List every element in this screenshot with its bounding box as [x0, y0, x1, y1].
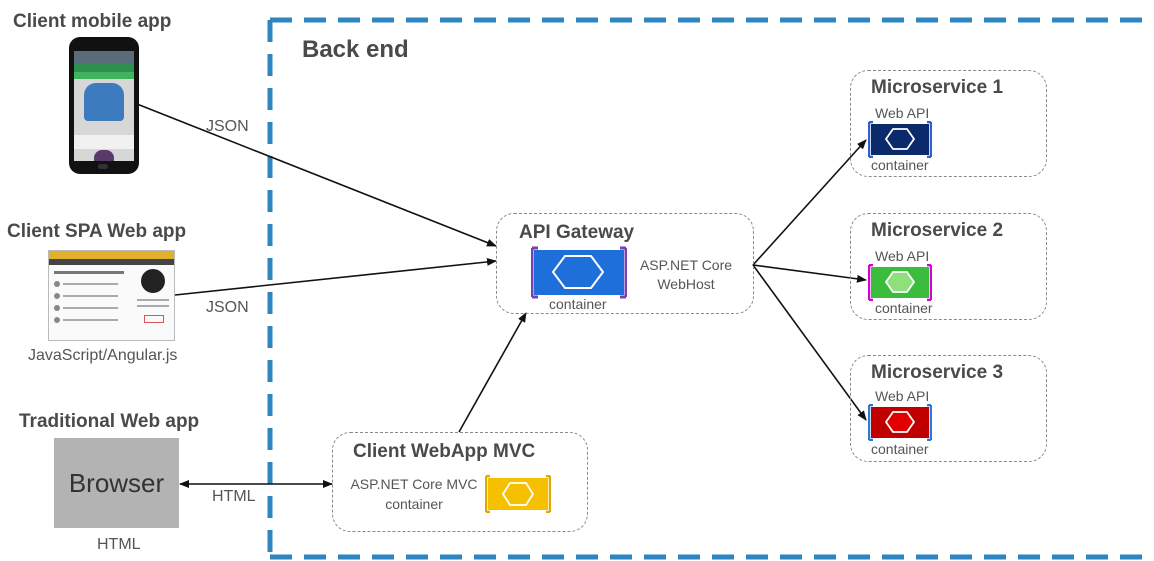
microservice-3-api-label: Web API — [875, 388, 930, 404]
traditional-client-title: Traditional Web app — [19, 411, 200, 432]
microservice-1-container-label: container — [871, 157, 929, 173]
browser-label: Browser — [68, 467, 165, 498]
mvc-app-box: Client WebApp MVC ASP.NET Core MVC conta… — [332, 432, 588, 532]
backend-title: Back end — [302, 36, 409, 63]
microservice-2-api-label: Web API — [875, 248, 930, 264]
mvc-app-title: Client WebApp MVC — [353, 441, 536, 462]
microservice-1-api-label: Web API — [875, 105, 930, 121]
mvc-host-line2: container — [385, 496, 443, 512]
api-gateway-title: API Gateway — [519, 222, 635, 243]
arrow-gateway-to-ms1 — [752, 139, 867, 266]
mvc-container-icon — [485, 475, 551, 513]
mvc-host-line1: ASP.NET Core MVC — [350, 476, 478, 492]
microservice-1-box: Microservice 1 Web API container — [850, 70, 1047, 177]
arrow-gateway-to-ms3 — [752, 264, 867, 421]
gateway-host-line1: ASP.NET Core — [639, 257, 733, 273]
arrow-mvc-to-gateway — [458, 312, 527, 433]
microservice-3-container-label: container — [871, 441, 929, 457]
browser-box: Browser — [54, 438, 179, 528]
spa-json-label: JSON — [206, 299, 249, 316]
browser-html-caption: HTML — [97, 536, 141, 553]
mobile-phone-image — [69, 37, 139, 174]
mobile-json-label: JSON — [206, 118, 249, 135]
microservice-1-title: Microservice 1 — [871, 77, 1004, 98]
microservice-2-container-icon — [868, 264, 932, 301]
microservice-2-box: Microservice 2 Web API container — [850, 213, 1047, 320]
microservice-1-container-icon — [868, 121, 932, 158]
gateway-container-icon — [531, 246, 627, 299]
microservice-3-title: Microservice 3 — [871, 362, 1004, 383]
microservice-3-box: Microservice 3 Web API container — [850, 355, 1047, 462]
browser-mvc-html-label: HTML — [212, 488, 256, 505]
microservice-2-container-label: container — [875, 300, 933, 316]
gateway-host-line2: WebHost — [657, 276, 715, 292]
arrow-gateway-to-ms2 — [752, 264, 867, 283]
mobile-client-title: Client mobile app — [13, 11, 172, 32]
gateway-container-label: container — [549, 296, 607, 312]
spa-client-title: Client SPA Web app — [7, 221, 187, 242]
spa-tech-label: JavaScript/Angular.js — [28, 347, 178, 364]
microservice-2-title: Microservice 2 — [871, 220, 1004, 241]
api-gateway-box: API Gateway container ASP.NET Core WebHo… — [496, 213, 754, 314]
arrow-mobile-to-gateway — [136, 103, 497, 247]
spa-screenshot-image — [48, 250, 175, 341]
microservice-3-container-icon — [868, 404, 932, 441]
arrow-spa-to-gateway — [174, 257, 497, 296]
